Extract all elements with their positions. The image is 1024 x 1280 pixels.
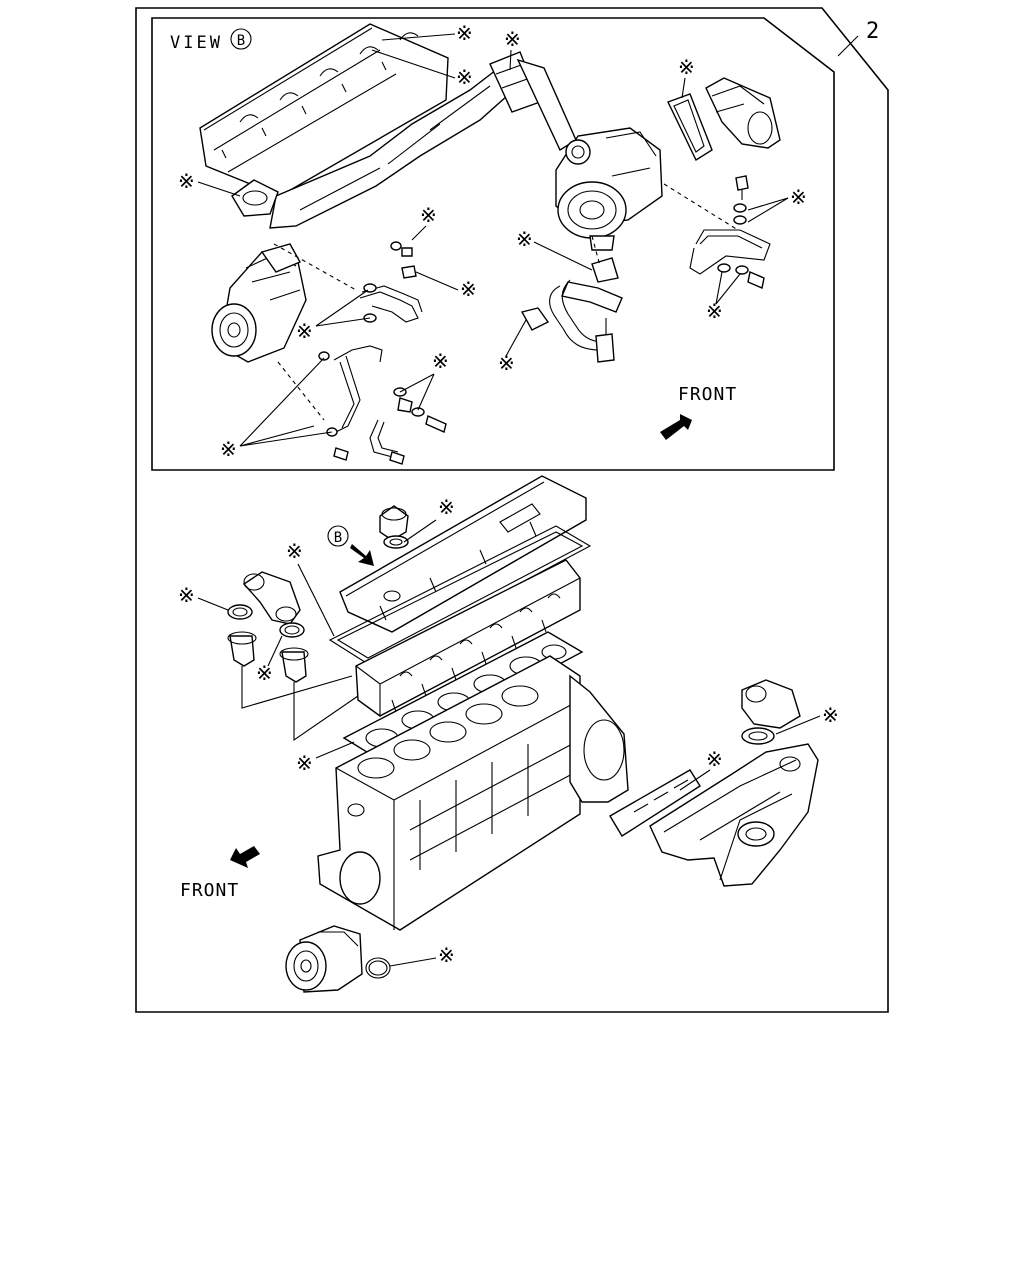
- kit-marker: ※: [256, 661, 273, 685]
- view-b-arrow-icon: [350, 544, 374, 566]
- front-label-top: FRONT: [678, 384, 737, 405]
- kit-marker: ※: [706, 299, 723, 323]
- oil-filler-cap: [379, 505, 409, 549]
- kit-marker: ※: [432, 349, 449, 373]
- turbocharger: [555, 127, 663, 251]
- kit-marker: ※: [456, 21, 473, 45]
- turbo-outlet-elbow: [705, 77, 781, 149]
- kit-marker: ※: [678, 55, 695, 79]
- intake-manifold-gasket: [609, 769, 701, 837]
- thermostat-seal-a: [227, 604, 253, 620]
- kit-marker: ※: [790, 185, 807, 209]
- water-pump-o-ring: [365, 957, 391, 979]
- thermostat-b: [279, 647, 309, 683]
- air-compressor: [211, 243, 307, 363]
- exhaust-manifold: [199, 23, 449, 197]
- turbo-dashed-lines: [591, 183, 739, 267]
- kit-marker: ※: [296, 751, 313, 775]
- cylinder-block: [317, 655, 581, 931]
- front-arrow-bottom-icon: [230, 846, 260, 868]
- turbo-outlet-gasket: [667, 93, 713, 162]
- thermostat-housing: [242, 571, 301, 625]
- view-b-ref-letter: B: [334, 530, 342, 546]
- view-b-kit-markers: ※ ※ ※ ※ ※ ※ ※ ※ ※ ※ ※ ※ ※ ※: [178, 21, 807, 461]
- kit-marker: ※: [286, 539, 303, 563]
- front-indicator-bottom: FRONT: [180, 846, 260, 901]
- front-indicator-top: FRONT: [660, 384, 737, 440]
- front-label-bottom: FRONT: [180, 880, 239, 901]
- turbo-fasteners: [717, 175, 765, 289]
- view-b-reference: B: [327, 525, 374, 566]
- item-number: 2: [866, 19, 879, 44]
- egr-valve: [741, 679, 801, 745]
- head-cover-gasket: [328, 525, 592, 665]
- kit-marker: ※: [178, 169, 195, 193]
- kit-marker: ※: [706, 747, 723, 771]
- kit-marker: ※: [516, 227, 533, 251]
- view-b-circle-letter: B: [237, 33, 245, 49]
- kit-marker: ※: [460, 277, 477, 301]
- kit-marker: ※: [822, 703, 839, 727]
- outer-frame: [135, 7, 889, 1013]
- intake-manifold: [649, 743, 819, 887]
- turbo-oil-inlet-pipe: [689, 229, 771, 275]
- exhaust-gasket: [231, 179, 279, 217]
- view-b-title: VIEW B: [170, 28, 252, 53]
- kit-marker: ※: [296, 319, 313, 343]
- front-arrow-top-icon: [660, 414, 692, 440]
- view-b-frame: [151, 17, 835, 471]
- cylinder-head: [355, 559, 581, 717]
- compressor-pipes: [333, 285, 423, 465]
- kit-marker: ※: [438, 943, 455, 967]
- view-label: VIEW: [170, 33, 223, 53]
- item-number-leader: [837, 35, 859, 57]
- thermostat-seal-b: [279, 622, 305, 638]
- kit-marker: ※: [420, 203, 437, 227]
- kit-marker: ※: [498, 351, 515, 375]
- kit-marker: ※: [220, 437, 237, 461]
- kit-marker: ※: [504, 27, 521, 51]
- kit-marker: ※: [178, 583, 195, 607]
- kit-marker: ※: [438, 495, 455, 519]
- main-view-kit-markers: ※ ※ ※ ※ ※ ※ ※ ※: [178, 495, 839, 967]
- turbo-oil-return-pipe: [520, 257, 623, 363]
- thermostat-a: [227, 631, 257, 667]
- water-pump: [285, 925, 363, 993]
- view-b-ref-circle: [327, 525, 349, 547]
- kit-marker: ※: [456, 65, 473, 89]
- flywheel-housing: [569, 674, 629, 803]
- view-b-circle: [230, 28, 252, 50]
